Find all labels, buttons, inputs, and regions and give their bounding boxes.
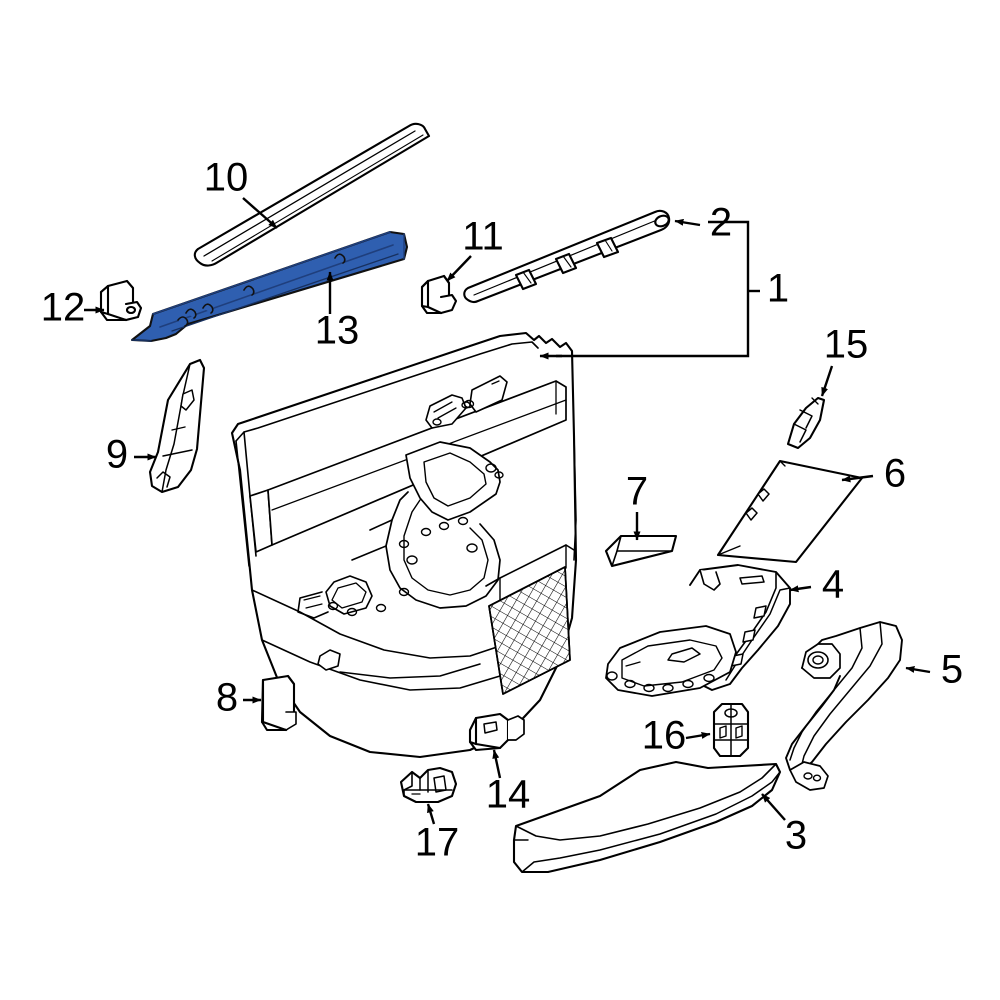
callout-label-5: 5 [941,648,963,692]
part-12-end-cap-clip [99,279,143,322]
part-4-armrest-support-bracket [605,564,791,697]
callout-leader-2 [674,218,701,227]
callout-leader-14 [492,749,502,779]
part-16-retainer-clip-16 [712,702,750,758]
callout-label-2: 2 [710,201,732,245]
callout-label-16: 16 [642,714,687,758]
part-9-front-upper-trim [148,358,206,494]
callout-label-13: 13 [315,309,360,353]
part-13-belt-weatherstrip-inner [130,230,409,343]
callout-leader-15 [820,365,834,397]
callout-label-10: 10 [204,156,249,200]
part-10-belt-molding-outer [193,122,431,267]
callout-leader-3 [761,793,786,821]
part-11-rod-retainer-clip [420,274,458,315]
callout-leader-11 [446,255,472,282]
callout-leader-6 [841,474,874,483]
part-6-map-pocket-panel [716,459,864,564]
part-14-retainer-clip-14 [468,712,525,752]
part-8-retainer-clip-8 [260,674,297,732]
part-7-trim-insert-strip [604,534,678,568]
callout-leader-4 [789,585,812,593]
callout-leader-5 [905,665,931,674]
callout-label-17: 17 [415,821,460,865]
part-2-window-regulator-rod [463,209,671,304]
part-15-side-trim-clip [786,396,826,450]
callout-leader-17 [426,803,436,825]
callout-label-6: 6 [884,452,906,496]
part-3-lower-trim-molding [512,760,782,874]
callout-leader-16 [685,731,711,740]
part-1-door-trim-panel-assembly [230,331,578,759]
callout-label-7: 7 [626,470,648,514]
callout-label-12: 12 [41,286,86,330]
part-5-pull-handle-frame [785,621,903,791]
callout-label-15: 15 [824,323,869,367]
part-17-retainer-bracket-17 [399,766,458,804]
callout-label-1: 1 [767,267,789,311]
callout-label-9: 9 [106,433,128,477]
callout-label-3: 3 [785,814,807,858]
callout-leader-10 [242,197,278,229]
callout-label-8: 8 [216,676,238,720]
callout-label-4: 4 [822,563,844,607]
callout-label-14: 14 [486,773,531,817]
callout-label-11: 11 [462,215,504,259]
callout-bracket-1 [539,220,760,360]
